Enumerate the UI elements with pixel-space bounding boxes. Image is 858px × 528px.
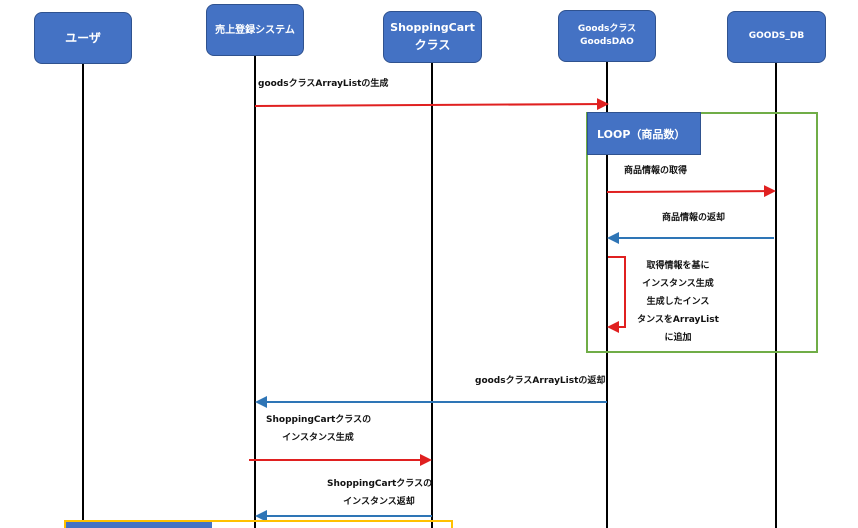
msg-line: インスタンス生成 xyxy=(642,279,714,289)
loop-label: LOOP（商品数） xyxy=(597,127,686,141)
arrow-get-goods xyxy=(606,185,776,198)
msg-return-goods: 商品情報の返却 xyxy=(662,213,726,223)
actor-label: Goodsクラス xyxy=(577,23,637,34)
msg-line: ShoppingCartクラスの xyxy=(266,415,372,425)
actor-goods-db: GOODS_DB xyxy=(727,11,826,63)
msg-return-arraylist: goodsクラスArrayListの返却 xyxy=(475,376,606,386)
msg-create-cart: ShoppingCartクラスの インスタンス生成 xyxy=(266,411,372,447)
self-arrow-add xyxy=(607,256,626,333)
actor-sales-system: 売上登録システム xyxy=(206,4,304,56)
second-frame-header xyxy=(66,522,212,528)
actor-user: ユーザ xyxy=(34,12,132,64)
loop-frame xyxy=(586,112,818,353)
msg-add-to-list: 取得情報を基に インスタンス生成 生成したインス タンスをArrayList に… xyxy=(630,257,726,347)
actor-label: 売上登録システム xyxy=(215,24,295,36)
actor-goods: Goodsクラス GoodsDAO xyxy=(558,10,656,62)
msg-line: 取得情報を基に xyxy=(646,261,710,271)
msg-line: ShoppingCartクラスの xyxy=(327,479,433,489)
actor-label: GoodsDAO xyxy=(580,37,634,47)
msg-get-goods: 商品情報の取得 xyxy=(624,166,688,176)
msg-create-arraylist: goodsクラスArrayListの生成 xyxy=(258,79,389,89)
msg-line: タンスをArrayList xyxy=(637,315,719,325)
msg-line: 生成したインス xyxy=(646,297,710,307)
actor-label: クラス xyxy=(414,38,451,53)
loop-header: LOOP（商品数） xyxy=(587,112,701,155)
actor-label: ユーザ xyxy=(65,31,101,45)
actor-label: GOODS_DB xyxy=(748,31,805,42)
arrow-create-arraylist xyxy=(254,98,609,111)
actor-shoppingcart: ShoppingCart クラス xyxy=(383,11,482,63)
second-frame xyxy=(64,520,453,528)
msg-line: インスタンス返却 xyxy=(343,497,415,507)
msg-return-cart: ShoppingCartクラスの インスタンス返却 xyxy=(327,475,433,511)
actor-label: ShoppingCart xyxy=(390,20,475,34)
msg-line: に追加 xyxy=(664,333,692,343)
msg-line: インスタンス生成 xyxy=(282,433,354,443)
